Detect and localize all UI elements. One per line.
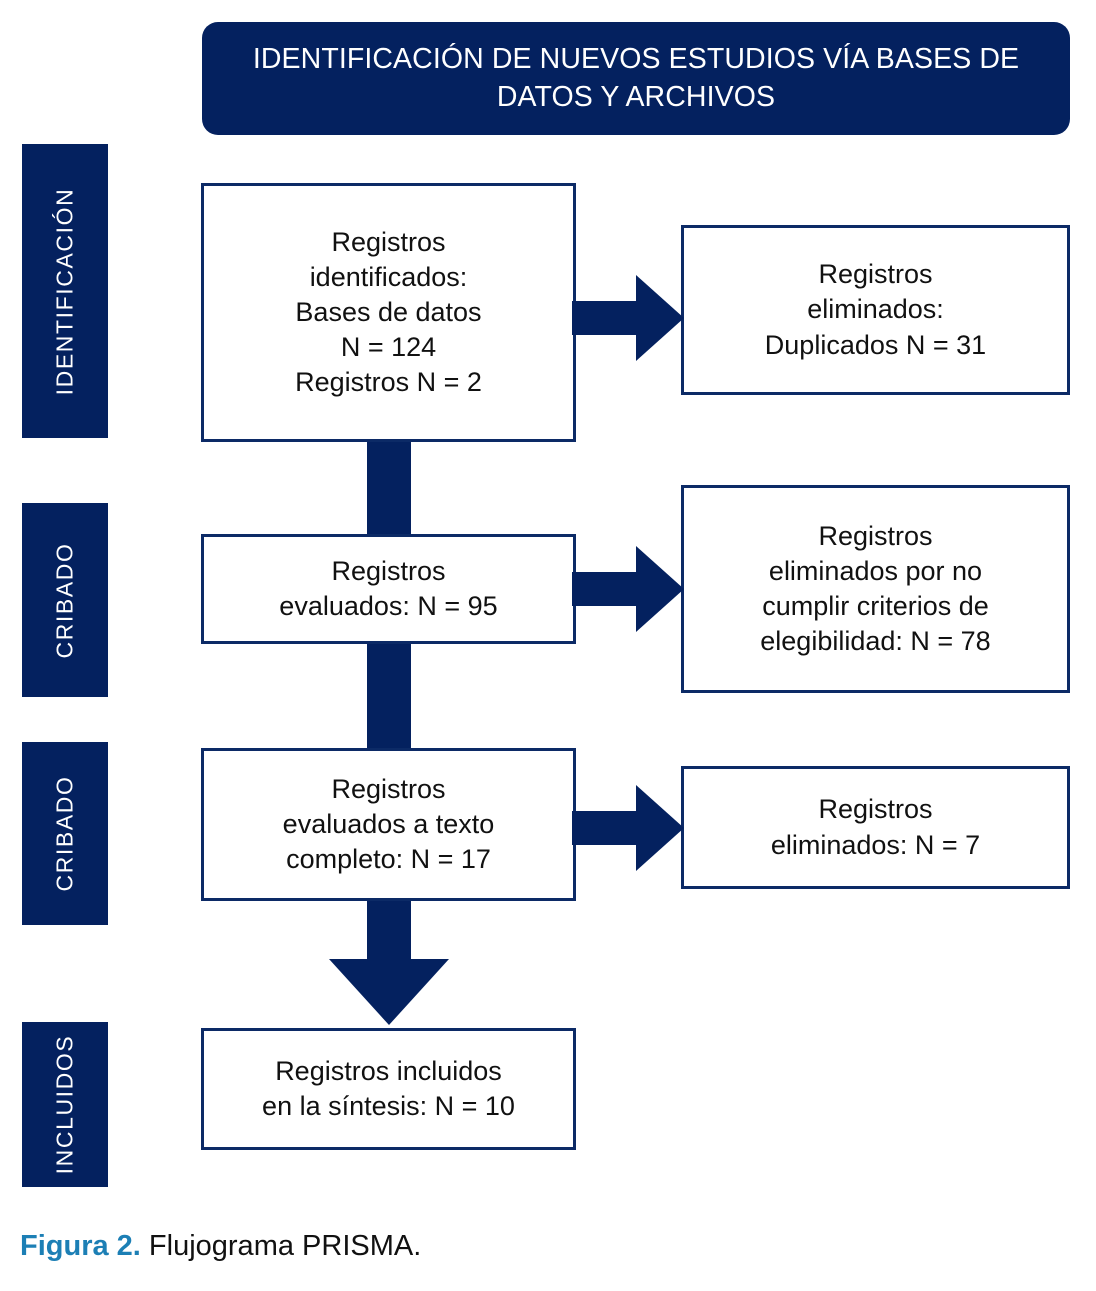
figure-caption: Figura 2. Flujograma PRISMA.: [20, 1228, 1070, 1264]
box-registros-eliminados-duplicados-text: Registros eliminados: Duplicados N = 31: [764, 259, 987, 360]
stage-label-cribado-1: CRIBADO: [22, 503, 108, 697]
arrow-right-icon: [636, 546, 684, 632]
box-registros-evaluados: Registros evaluados: N = 95: [201, 534, 576, 644]
box-registros-evaluados-texto-completo-text: Registros evaluados a texto completo: N …: [282, 773, 495, 875]
box-registros-eliminados-criterios-text: Registros eliminados por no cumplir crit…: [760, 520, 991, 657]
diagram-header-title: IDENTIFICACIÓN DE NUEVOS ESTUDIOS VÍA BA…: [252, 42, 1020, 113]
arrow-right-icon: [636, 785, 684, 871]
stage-label-identificacion-text: IDENTIFICACIÓN: [51, 187, 78, 395]
stage-label-cribado-2: CRIBADO: [22, 742, 108, 925]
box-registros-incluidos-sintesis: Registros incluidos en la síntesis: N = …: [201, 1028, 576, 1150]
connector-identificados-to-evaluados: [367, 442, 411, 534]
arrow-right-to-criterios: [572, 546, 684, 632]
stage-label-identificacion: IDENTIFICACIÓN: [22, 144, 108, 438]
box-registros-identificados: Registros identificados: Bases de datos …: [201, 183, 576, 442]
arrow-right-shaft: [572, 811, 640, 845]
connector-evaluados-to-texto-completo: [367, 644, 411, 748]
stage-label-incluidos-text: INCLUIDOS: [51, 1034, 78, 1175]
stage-label-incluidos: INCLUIDOS: [22, 1022, 108, 1187]
stage-label-cribado-1-text: CRIBADO: [51, 542, 78, 658]
box-registros-evaluados-text: Registros evaluados: N = 95: [279, 555, 498, 621]
figure-caption-text: Flujograma PRISMA.: [140, 1230, 422, 1262]
box-registros-eliminados-texto-completo-text: Registros eliminados: N = 7: [770, 794, 981, 860]
box-registros-eliminados-criterios: Registros eliminados por no cumplir crit…: [681, 485, 1070, 693]
box-registros-eliminados-texto-completo: Registros eliminados: N = 7: [681, 766, 1070, 889]
arrow-right-icon: [636, 275, 684, 361]
arrow-down-icon: [329, 959, 449, 1025]
arrow-right-to-eliminados-7: [572, 785, 684, 871]
arrow-right-shaft: [572, 572, 640, 606]
arrow-right-shaft: [572, 301, 640, 335]
figure-caption-label: Figura 2.: [20, 1230, 141, 1262]
box-registros-incluidos-sintesis-text: Registros incluidos en la síntesis: N = …: [262, 1055, 515, 1121]
box-registros-eliminados-duplicados: Registros eliminados: Duplicados N = 31: [681, 225, 1070, 395]
box-registros-identificados-text: Registros identificados: Bases de datos …: [295, 226, 482, 398]
diagram-header-banner: IDENTIFICACIÓN DE NUEVOS ESTUDIOS VÍA BA…: [202, 22, 1070, 135]
arrow-right-to-duplicados: [572, 275, 684, 361]
stage-label-cribado-2-text: CRIBADO: [51, 775, 78, 892]
arrow-down-to-incluidos-shaft: [367, 901, 411, 963]
box-registros-evaluados-texto-completo: Registros evaluados a texto completo: N …: [201, 748, 576, 901]
